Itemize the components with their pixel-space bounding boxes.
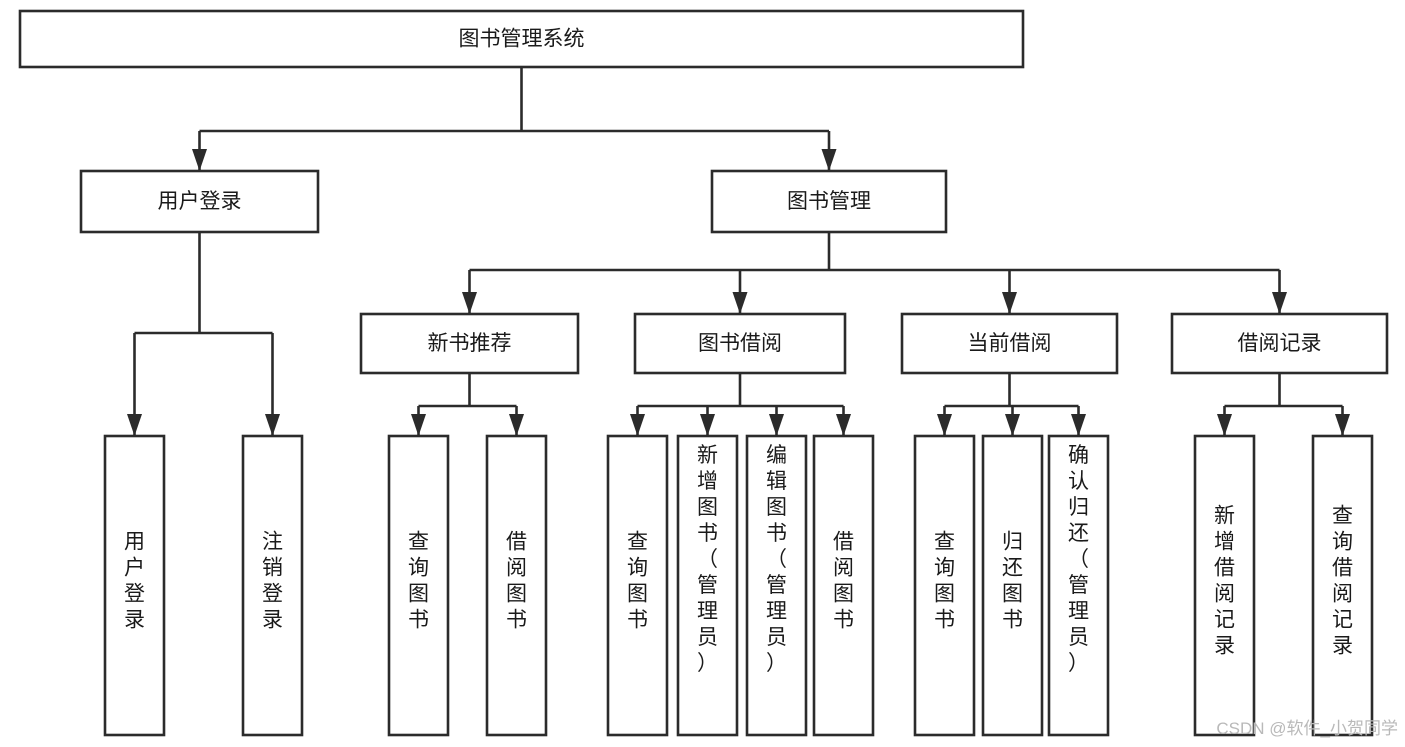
node-leaf-11-新增借阅记录-box[interactable] (1193, 434, 1256, 737)
node-l1-用户登录-label: 用户登录 (158, 190, 242, 213)
node-leaf-6-编辑图书管理员-box[interactable] (745, 434, 808, 737)
node-l2-新书推荐-label: 新书推荐 (428, 332, 512, 355)
node-leaf-9-归还图书[interactable]: 归还图书 (981, 434, 1044, 737)
node-leaf-10-确认归还管理员-box[interactable] (1047, 434, 1110, 737)
node-l2-借阅记录[interactable]: 借阅记录 (1170, 312, 1389, 375)
arrow-head-icon (769, 414, 784, 436)
node-l2-当前借阅-label: 当前借阅 (968, 332, 1052, 355)
node-l2-图书借阅-label: 图书借阅 (698, 332, 782, 355)
arrow-head-icon (836, 414, 851, 436)
node-root-图书管理系统-box[interactable] (18, 9, 1025, 69)
node-l1-用户登录[interactable]: 用户登录 (79, 169, 320, 234)
node-leaf-11-新增借阅记录-label: 新增借阅记录 (1214, 505, 1235, 658)
node-leaf-3-借阅图书-box[interactable] (485, 434, 548, 737)
node-leaf-9-归还图书-label: 归还图书 (1002, 531, 1023, 632)
node-leaf-1-注销登录[interactable]: 注销登录 (241, 434, 304, 737)
node-leaf-2-查询图书-label: 查询图书 (408, 531, 429, 632)
node-leaf-0-用户登录-label: 用户登录 (124, 531, 145, 632)
node-l2-图书借阅-box[interactable] (633, 312, 847, 375)
node-l2-当前借阅-box[interactable] (900, 312, 1119, 375)
node-leaf-12-查询借阅记录-label: 查询借阅记录 (1332, 505, 1353, 658)
node-leaf-8-查询图书-label: 查询图书 (934, 531, 955, 632)
node-leaf-6-编辑图书管理员[interactable]: 编辑图书（管理员） (745, 434, 808, 737)
node-leaf-5-新增图书管理员-label: 新增图书（管理员） (697, 444, 718, 675)
arrow-head-icon (192, 149, 207, 171)
node-leaf-12-查询借阅记录-box[interactable] (1311, 434, 1374, 737)
node-leaf-10-确认归还管理员-label: 确认归还（管理员） (1068, 444, 1089, 675)
node-leaf-8-查询图书-box[interactable] (913, 434, 976, 737)
node-leaf-4-查询图书[interactable]: 查询图书 (606, 434, 669, 737)
connectors-layer (127, 67, 1350, 436)
nodes-layer: 图书管理系统用户登录图书管理新书推荐图书借阅当前借阅借阅记录用户登录注销登录查询… (18, 9, 1389, 737)
csdn-watermark: CSDN @软件_小贺同学 (1216, 719, 1398, 738)
node-root-图书管理系统[interactable]: 图书管理系统 (18, 9, 1025, 69)
node-leaf-9-归还图书-box[interactable] (981, 434, 1044, 737)
arrow-head-icon (700, 414, 715, 436)
arrow-head-icon (630, 414, 645, 436)
node-leaf-0-用户登录-box[interactable] (103, 434, 166, 737)
node-leaf-6-编辑图书管理员-label: 编辑图书（管理员） (766, 444, 787, 675)
node-leaf-8-查询图书[interactable]: 查询图书 (913, 434, 976, 737)
arrow-head-icon (1335, 414, 1350, 436)
node-leaf-11-新增借阅记录[interactable]: 新增借阅记录 (1193, 434, 1256, 737)
arrow-head-icon (1272, 292, 1287, 314)
node-l1-图书管理-box[interactable] (710, 169, 948, 234)
arrow-head-icon (821, 149, 837, 171)
node-l2-借阅记录-label: 借阅记录 (1238, 332, 1322, 355)
node-leaf-5-新增图书管理员[interactable]: 新增图书（管理员） (676, 434, 739, 737)
node-l2-图书借阅[interactable]: 图书借阅 (633, 312, 847, 375)
arrow-head-icon (732, 292, 748, 314)
node-leaf-7-借阅图书[interactable]: 借阅图书 (812, 434, 875, 737)
node-l1-用户登录-box[interactable] (79, 169, 320, 234)
node-leaf-2-查询图书[interactable]: 查询图书 (387, 434, 450, 737)
node-leaf-12-查询借阅记录[interactable]: 查询借阅记录 (1311, 434, 1374, 737)
arrow-head-icon (1002, 292, 1017, 314)
node-leaf-7-借阅图书-box[interactable] (812, 434, 875, 737)
node-leaf-10-确认归还管理员[interactable]: 确认归还（管理员） (1047, 434, 1110, 737)
arrow-head-icon (265, 414, 280, 436)
arrow-head-icon (127, 414, 142, 436)
node-leaf-1-注销登录-label: 注销登录 (262, 531, 283, 632)
arrow-head-icon (1217, 414, 1232, 436)
node-leaf-0-用户登录[interactable]: 用户登录 (103, 434, 166, 737)
arrow-head-icon (1071, 414, 1086, 436)
node-l1-图书管理-label: 图书管理 (787, 190, 871, 213)
node-l2-借阅记录-box[interactable] (1170, 312, 1389, 375)
node-leaf-7-借阅图书-label: 借阅图书 (833, 531, 854, 632)
arrow-head-icon (411, 414, 426, 436)
arrow-head-icon (1005, 414, 1020, 436)
node-leaf-2-查询图书-box[interactable] (387, 434, 450, 737)
node-l2-新书推荐-box[interactable] (359, 312, 580, 375)
node-leaf-5-新增图书管理员-box[interactable] (676, 434, 739, 737)
node-l1-图书管理[interactable]: 图书管理 (710, 169, 948, 234)
node-leaf-3-借阅图书[interactable]: 借阅图书 (485, 434, 548, 737)
arrow-head-icon (937, 414, 952, 436)
node-leaf-3-借阅图书-label: 借阅图书 (506, 531, 527, 632)
node-leaf-1-注销登录-box[interactable] (241, 434, 304, 737)
node-root-图书管理系统-label: 图书管理系统 (459, 28, 585, 51)
node-leaf-4-查询图书-box[interactable] (606, 434, 669, 737)
node-leaf-4-查询图书-label: 查询图书 (627, 531, 648, 632)
node-l2-当前借阅[interactable]: 当前借阅 (900, 312, 1119, 375)
arrow-head-icon (462, 292, 477, 314)
arrow-head-icon (509, 414, 524, 436)
node-l2-新书推荐[interactable]: 新书推荐 (359, 312, 580, 375)
